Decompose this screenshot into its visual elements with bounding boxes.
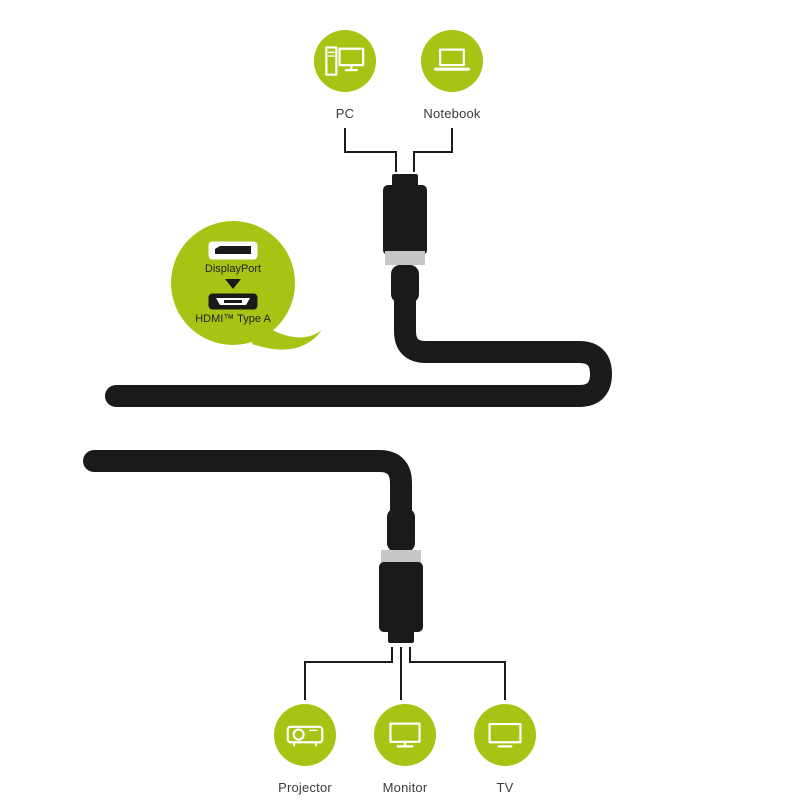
projector-icon [286,725,324,747]
device-label-projector: Projector [278,780,332,795]
tv-icon [488,723,522,748]
device-notebook [421,30,483,92]
device-projector [274,704,336,766]
device-monitor [374,704,436,766]
device-tv [474,704,536,766]
adapter-source-label: DisplayPort [204,263,262,275]
device-label-pc: PC [335,106,355,121]
down-arrow-icon [225,279,241,289]
cable-upper [105,274,613,407]
displayport-icon [208,241,258,260]
device-label-tv: TV [496,780,514,795]
notebook-icon [434,48,470,71]
adapter-bubble: DisplayPort HDMI™ Type A [171,221,295,345]
bracket-top [344,128,453,172]
adapter-target-label: HDMI™ Type A [195,313,271,325]
hdmi-plug [379,508,423,643]
cable-lower [83,450,412,533]
device-pc [314,30,376,92]
device-label-monitor: Monitor [382,780,428,795]
device-label-notebook: Notebook [423,106,481,121]
bracket-bottom [304,647,506,700]
hdmi-icon [208,293,258,310]
pc-icon [325,45,365,76]
monitor-icon [389,722,421,748]
